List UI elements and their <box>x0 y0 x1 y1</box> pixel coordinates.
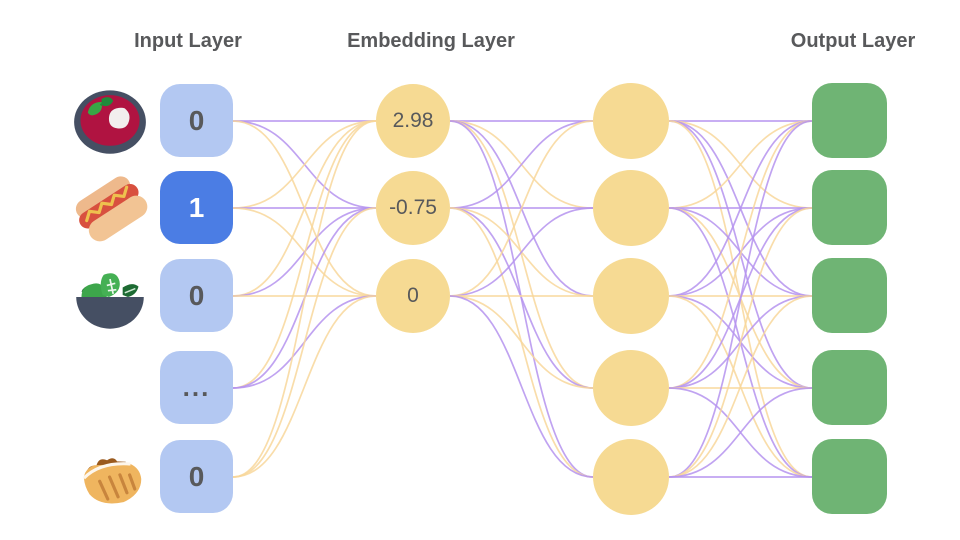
output-node-1 <box>812 83 887 158</box>
input-node-2-value: 1 <box>188 191 205 223</box>
hot-dog-icon <box>72 170 148 246</box>
hidden-node-1 <box>593 83 669 159</box>
output-node-2 <box>812 170 887 245</box>
hidden-node-4 <box>593 350 669 426</box>
stuffed-flatbread-icon <box>72 439 148 515</box>
output-node-3 <box>812 258 887 333</box>
embedding-node-2: -0.75 <box>376 171 450 245</box>
hidden-node-3 <box>593 258 669 334</box>
embedding-node-3: 0 <box>376 259 450 333</box>
output-node-4 <box>812 350 887 425</box>
embedding-node-1: 2.98 <box>376 84 450 158</box>
input-node-1: 0 <box>160 84 233 157</box>
input-node-3-value: 0 <box>188 279 205 311</box>
hidden-node-2 <box>593 170 669 246</box>
hidden-node-5 <box>593 439 669 515</box>
embedding-node-3-value: 0 <box>407 284 419 307</box>
input-node-2: 1 <box>160 171 233 244</box>
embedding-layer-title: Embedding Layer <box>347 30 515 52</box>
input-node-3: 0 <box>160 259 233 332</box>
embedding-node-2-value: -0.75 <box>389 196 437 219</box>
input-node-1-value: 0 <box>188 104 205 136</box>
embedding-node-1-value: 2.98 <box>392 109 434 132</box>
input-node-4: ... <box>160 351 233 424</box>
green-salad-icon <box>72 258 148 334</box>
input-node-5-value: 0 <box>188 460 205 492</box>
input-layer-title: Input Layer <box>134 30 242 52</box>
input-node-4-value: ... <box>182 372 211 403</box>
borscht-icon <box>72 83 148 159</box>
output-layer-title: Output Layer <box>790 30 916 52</box>
input-node-5: 0 <box>160 440 233 513</box>
output-node-5 <box>812 439 887 514</box>
